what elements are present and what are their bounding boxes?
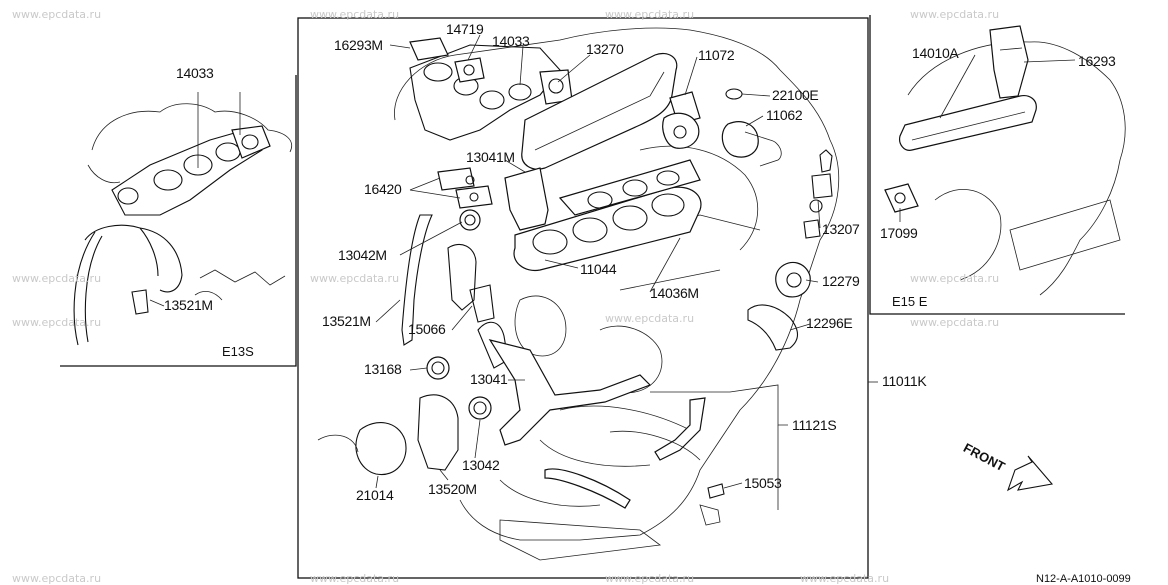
right-panel-drawing — [884, 25, 1126, 296]
oring-22100E — [725, 88, 743, 100]
part-label: 16293 — [1078, 53, 1116, 69]
water-pump-21014 — [355, 422, 407, 476]
part-label: 17099 — [880, 225, 918, 241]
part-label: 14719 — [446, 21, 484, 37]
manifold-gasket-e15 — [989, 25, 1029, 99]
part-label: 13521M — [322, 313, 371, 329]
part-label: 14033 — [492, 33, 530, 49]
part-label: 13270 — [586, 41, 624, 57]
part-label: 13520M — [428, 481, 477, 497]
oil-pan-gasket-right — [654, 397, 706, 461]
part-label: 22100E — [772, 87, 819, 103]
part-label: 14036M — [650, 285, 699, 301]
watermark: www.epcdata.ru — [605, 572, 695, 585]
small-gasket-14719 — [454, 57, 485, 83]
part-label: 12296E — [806, 315, 853, 331]
timing-cover-upper — [447, 244, 477, 311]
rocker-cover-gasket-e15 — [899, 95, 1037, 151]
watermark: www.epcdata.ru — [605, 8, 695, 21]
timing-cover-13520M — [417, 394, 459, 471]
watermark: www.epcdata.ru — [12, 272, 102, 285]
manifold-gasket-left — [231, 125, 271, 159]
gasket-17099 — [884, 183, 919, 213]
part-label: 15066 — [408, 321, 446, 337]
front-arrow-icon — [1006, 455, 1054, 492]
gasket-16420b — [455, 185, 493, 209]
part-label: 14033 — [176, 65, 214, 81]
rear-seal-12279 — [775, 261, 811, 298]
left-panel-drawing — [73, 92, 292, 346]
part-label: 12279 — [822, 273, 860, 289]
belt-cover-13041M — [504, 167, 549, 231]
drain-plug-15053 — [707, 483, 725, 499]
watermark: www.epcdata.ru — [310, 572, 400, 585]
watermark: www.epcdata.ru — [910, 272, 1000, 285]
intake-manifold — [409, 44, 561, 141]
document-id: N12-A-A1010-0099 — [1036, 573, 1131, 585]
part-label: 11011K — [882, 373, 927, 389]
watermark: www.epcdata.ru — [310, 272, 400, 285]
part-label: 11072 — [698, 47, 735, 63]
belt-cover-left — [84, 224, 183, 293]
part-label: 11044 — [580, 261, 617, 277]
oil-seal-13042M — [459, 209, 481, 231]
watermark: www.epcdata.ru — [605, 312, 695, 325]
watermark: www.epcdata.ru — [310, 8, 400, 21]
panel-frames — [60, 15, 1125, 579]
right-panel-frame — [869, 15, 1125, 315]
rear-seal-retainer — [747, 304, 799, 351]
oil-pan-gasket-left — [544, 468, 631, 509]
part-label: 13041M — [466, 149, 515, 165]
part-label: 16293M — [334, 37, 383, 53]
watermark: www.epcdata.ru — [800, 572, 890, 585]
part-label: 13042 — [462, 457, 500, 473]
main-panel-frame — [297, 17, 869, 579]
part-label: 13207 — [822, 221, 860, 237]
part-label: 21014 — [356, 487, 394, 503]
gasket-16420a — [437, 167, 475, 191]
part-label: 11062 — [766, 107, 803, 123]
main-engine-drawing — [317, 27, 878, 561]
cylinder-head-gasket — [513, 186, 702, 272]
engine-block-outline — [394, 27, 840, 541]
watermark: www.epcdata.ru — [12, 316, 102, 329]
front-cover-gasket — [488, 339, 652, 446]
thermostat-gasket — [721, 121, 759, 158]
variant-label-left: E13S — [222, 344, 254, 359]
watermark: www.epcdata.ru — [910, 8, 1000, 21]
oil-seal-13042 — [468, 396, 492, 420]
part-label: 14010A — [912, 45, 959, 61]
part-label: 13041 — [470, 371, 508, 387]
part-label: 16420 — [364, 181, 402, 197]
part-label: 13521M — [164, 297, 213, 313]
part-label: 13042M — [338, 247, 387, 263]
left-panel-frame — [60, 75, 297, 367]
crank-seal-13168 — [426, 356, 450, 380]
part-label: 15053 — [744, 475, 782, 491]
part-label: 13168 — [364, 361, 402, 377]
rocker-cover-gasket — [521, 52, 678, 170]
variant-label-right: E15 E — [892, 294, 928, 309]
watermark: www.epcdata.ru — [910, 316, 1000, 329]
watermark: www.epcdata.ru — [12, 572, 102, 585]
watermark: www.epcdata.ru — [12, 8, 102, 21]
exhaust-manifold-left — [111, 127, 263, 216]
part-label: 11121S — [792, 417, 837, 433]
